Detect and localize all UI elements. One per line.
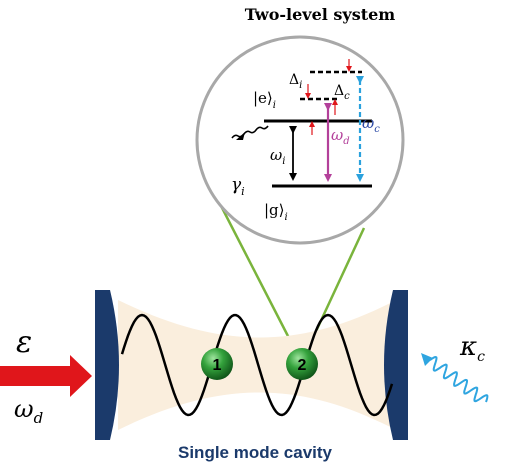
cavity-label: Single mode cavity <box>178 443 333 462</box>
ground-state-label: |g⟩i <box>264 201 288 223</box>
drive-arrow <box>0 355 92 397</box>
right-mirror <box>384 290 408 440</box>
cavity-decay-wave <box>429 355 489 403</box>
drive-amplitude-label: ε <box>16 325 32 360</box>
excited-state-label: |e⟩i <box>253 89 276 111</box>
cavity-decay-arrowhead <box>421 353 433 366</box>
atom-2: 2 <box>286 348 318 380</box>
omega-i-label: ωi <box>270 146 285 167</box>
svg-text:1: 1 <box>213 357 222 374</box>
zoom-circle <box>195 35 405 245</box>
delta-i-label: Δi <box>289 72 302 91</box>
svg-text:2: 2 <box>298 357 307 374</box>
omega-d-label: ωd <box>331 126 350 147</box>
standing-wave <box>120 313 394 417</box>
delta-c-label: Δc <box>334 83 350 102</box>
drive-frequency-label: ωd <box>14 395 43 427</box>
spontaneous-emission-wave <box>231 125 269 139</box>
kappa-c-label: κc <box>459 332 485 365</box>
spontaneous-emission-arrowhead <box>236 132 245 140</box>
left-mirror <box>95 290 119 440</box>
gamma-i-label: γi <box>231 175 245 198</box>
title: Two-level system <box>245 5 396 24</box>
omega-c-label: ωc <box>362 114 380 135</box>
magnification-line-left <box>216 199 292 341</box>
atom-1: 1 <box>201 348 233 380</box>
